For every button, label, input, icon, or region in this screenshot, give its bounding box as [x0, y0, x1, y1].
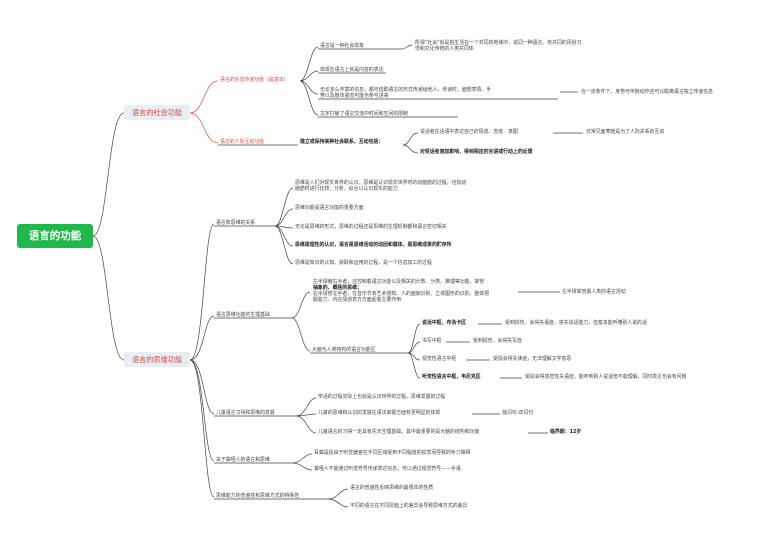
node-info-item-2[interactable]: 体现在语言上就是内容的表达: [320, 67, 384, 73]
node-area-writing-note: 受到损伤，会得失写症: [473, 338, 522, 344]
node-child-item-2-note: 独词句-双词句: [502, 410, 534, 416]
node-info-item-1[interactable]: 语言是一种社会现象: [320, 43, 365, 49]
node-interp-function[interactable]: 语言的人际互动功能: [220, 139, 265, 145]
node-univ-item-1[interactable]: 语言的普遍性反映思维的最根本的性质: [350, 485, 434, 491]
node-phys[interactable]: 语言思维功能的生理基础: [216, 312, 270, 318]
node-child-item-1[interactable]: 学话的过程实际上也就是认识世界的过程，思维发展的过程: [318, 394, 446, 400]
node-social-function[interactable]: 语言的社会功能: [124, 105, 190, 120]
node-univ[interactable]: 思维能力的普遍性和思维方式的特殊性: [216, 493, 300, 499]
node-info-function[interactable]: 语言的信息传递功能（最基本）: [220, 77, 289, 83]
node-deaf-item-1[interactable]: 耳聋是指由于听觉器官在不同区域受到不同程度的损害而导致的听力障碍: [314, 450, 471, 456]
node-hemi-line1[interactable]: 左半球偏右手者，还控制着语言功能以及相关的计数、分类、推理等功能，掌管: [313, 279, 485, 285]
node-info-item-3-line1[interactable]: 无论多么丰富的信息，都可借助语言的形式传递给他人，传递时，面部表情、手: [320, 87, 492, 93]
node-interp-item-1-note: 日常见面寒暄是为了人际关系的互动: [586, 129, 665, 135]
node-interp-item-1[interactable]: 说话者在话语中表达自己的情感、态度、意图: [420, 129, 518, 135]
node-area-wernicke-note: 受损会得感觉性失语症，能听到别人说话但不能理解，同时表达也会有问题: [525, 374, 687, 380]
node-hemi-line3[interactable]: 右半球管左手者，在音乐节奏艺术感知、人的面貌识别、立体图形的识别、整体把: [313, 291, 490, 297]
node-hemi-line2[interactable]: 抽象的、概括的思维；: [313, 285, 362, 291]
node-lt[interactable]: 语言和思维的关系: [216, 220, 256, 226]
node-lt-item-5[interactable]: 思维是知识的认知、获取和运用的过程，是一个信息加工的过程: [295, 260, 432, 266]
node-thinking-function[interactable]: 语言的思维功能: [124, 352, 190, 367]
node-area-broca-note: 受到损伤，会得失语症，丧失说话能力，但基本能听懂别人说的话: [505, 320, 647, 326]
node-areas[interactable]: 大脑与人类特有的语言功能区: [312, 347, 376, 353]
node-lt-item-1-line1[interactable]: 思维是人们对现实世界的认识，思维是认识现实世界时的动脑筋的过程，也指动: [295, 180, 467, 186]
node-deaf[interactable]: 关于聋哑人的语言和思维: [216, 457, 270, 463]
node-lt-item-4[interactable]: 思维是理性的认识，语言是思维活动的动因和载体，是思维成果的贮存所: [295, 242, 452, 248]
node-child-item-3-note: 临界期：12岁: [550, 429, 582, 435]
node-info-item-3-line2[interactable]: 势以及肢体姿态可能也参与进来: [320, 93, 389, 99]
node-lt-item-2[interactable]: 思维功能是语言功能的重要方面: [295, 205, 364, 211]
node-interp-sub[interactable]: 建立或保持某种社会联系，互动包括：: [300, 139, 384, 145]
node-lt-item-3[interactable]: 无论是思维的形式，思维的过程还是思维的生理机制都和语言密切相关: [295, 224, 447, 230]
node-deaf-item-2[interactable]: 聋哑人不能通过听觉符号传递表达信息，可以通过视觉符号——手语: [314, 466, 461, 472]
node-interp-item-2[interactable]: 对受话者施加影响，得到相应的言语或行动上的反馈: [420, 149, 533, 155]
node-area-visual-note: 受损会得失读症，无法理解文字意思: [493, 356, 572, 362]
node-child[interactable]: 儿童语言习得和思维的发展: [216, 410, 275, 416]
node-lt-item-1-line2[interactable]: 脑筋时进行比较、分析、综合以认识现实的能力: [295, 186, 398, 192]
node-info-item-1-note-line2: 惯和文化传统的人类共同体: [415, 46, 474, 52]
node-child-item-3[interactable]: 儿童语言的习得一定具有先天生理基础，其中最重要的是大脑的结构和功能: [318, 429, 480, 435]
root-node[interactable]: 语言的功能: [17, 224, 93, 248]
node-hemi-line4[interactable]: 握能力、内在情感表方方面起着主要作用: [313, 297, 402, 303]
node-info-item-3-note: 在一定条件下，身势可伴随动作还可以脱离语言独立传递信息: [581, 89, 714, 95]
node-area-broca[interactable]: 说话中枢，布洛卡区: [422, 320, 467, 326]
node-area-writing[interactable]: 书写中枢: [422, 338, 442, 344]
node-hemi-note: 左半球掌管着人类的语言活动: [562, 289, 626, 295]
node-info-item-4[interactable]: 文字打破了语言交流中时间和空间的限制: [320, 111, 409, 117]
node-univ-item-2[interactable]: 不同的语言在不同层面上的差异会导致思维方式的差异: [350, 503, 468, 509]
node-info-item-1-note-line1: 所谓“社会”就是指生活在一个共同的地域中、说同一种语言、有共同的风俗习: [415, 40, 582, 46]
node-area-wernicke[interactable]: 听觉性语言中枢，韦尼克区: [422, 374, 481, 380]
node-child-item-2[interactable]: 儿童的思维和认识的发展在语法掌握方面有更明显的体现: [318, 410, 441, 416]
node-area-visual[interactable]: 视觉性语言中枢: [422, 356, 457, 362]
